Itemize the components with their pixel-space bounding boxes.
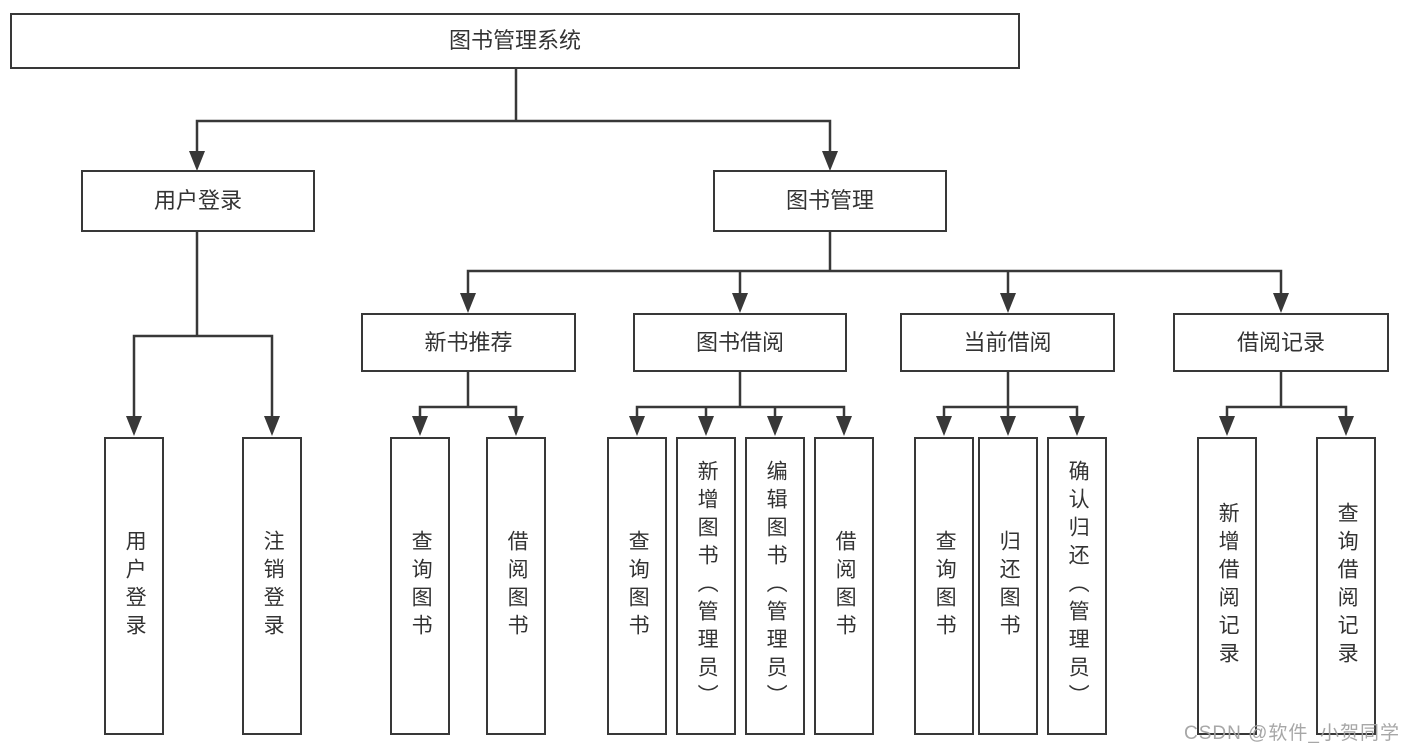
leaf-borrow-books: 借阅图书 <box>814 437 874 735</box>
arrow-down-icon <box>1069 416 1085 436</box>
arrow-down-icon <box>126 416 142 436</box>
leaf-query-books-recommend: 查询图书 <box>390 437 450 735</box>
connector-new-book <box>418 370 518 420</box>
node-user-login: 用户登录 <box>81 170 315 232</box>
connector-book-mgmt <box>466 230 1283 296</box>
leaf-add-book-admin: 新增图书（管理员） <box>676 437 736 735</box>
node-book-management: 图书管理 <box>713 170 947 232</box>
leaf-user-login: 用户登录 <box>104 437 164 735</box>
leaf-return-book: 归还图书 <box>978 437 1038 735</box>
arrow-down-icon <box>836 416 852 436</box>
leaf-edit-book-admin: 编辑图书（管理员） <box>745 437 805 735</box>
connector-current-borrow <box>942 370 1079 420</box>
arrow-down-icon <box>767 416 783 436</box>
connector-user-login <box>132 230 274 420</box>
arrow-down-icon <box>732 293 748 313</box>
node-book-borrow: 图书借阅 <box>633 313 847 372</box>
arrow-down-icon <box>508 416 524 436</box>
leaf-add-borrow-record: 新增借阅记录 <box>1197 437 1257 735</box>
arrow-down-icon <box>264 416 280 436</box>
node-current-borrow: 当前借阅 <box>900 313 1115 372</box>
connector-book-borrow <box>635 370 846 420</box>
node-new-book-recommend: 新书推荐 <box>361 313 576 372</box>
arrow-down-icon <box>629 416 645 436</box>
arrow-down-icon <box>1273 293 1289 313</box>
csdn-watermark: CSDN @软件_小贺同学 <box>1184 723 1400 744</box>
leaf-logout: 注销登录 <box>242 437 302 735</box>
node-root-system: 图书管理系统 <box>10 13 1020 69</box>
arrow-down-icon <box>412 416 428 436</box>
connector-root <box>195 66 832 154</box>
leaf-query-books-current: 查询图书 <box>914 437 974 735</box>
arrow-down-icon <box>1000 416 1016 436</box>
arrowheads <box>126 151 1354 436</box>
arrow-down-icon <box>1000 293 1016 313</box>
node-borrow-records: 借阅记录 <box>1173 313 1389 372</box>
leaf-confirm-return-admin: 确认归还（管理员） <box>1047 437 1107 735</box>
arrow-down-icon <box>1219 416 1235 436</box>
arrow-down-icon <box>936 416 952 436</box>
leaf-query-books-borrow: 查询图书 <box>607 437 667 735</box>
arrow-down-icon <box>822 151 838 171</box>
arrow-down-icon <box>189 151 205 171</box>
arrow-down-icon <box>698 416 714 436</box>
connector-borrow-records <box>1225 370 1348 420</box>
leaf-borrow-books-recommend: 借阅图书 <box>486 437 546 735</box>
arrow-down-icon <box>460 293 476 313</box>
arrow-down-icon <box>1338 416 1354 436</box>
leaf-query-borrow-record: 查询借阅记录 <box>1316 437 1376 735</box>
